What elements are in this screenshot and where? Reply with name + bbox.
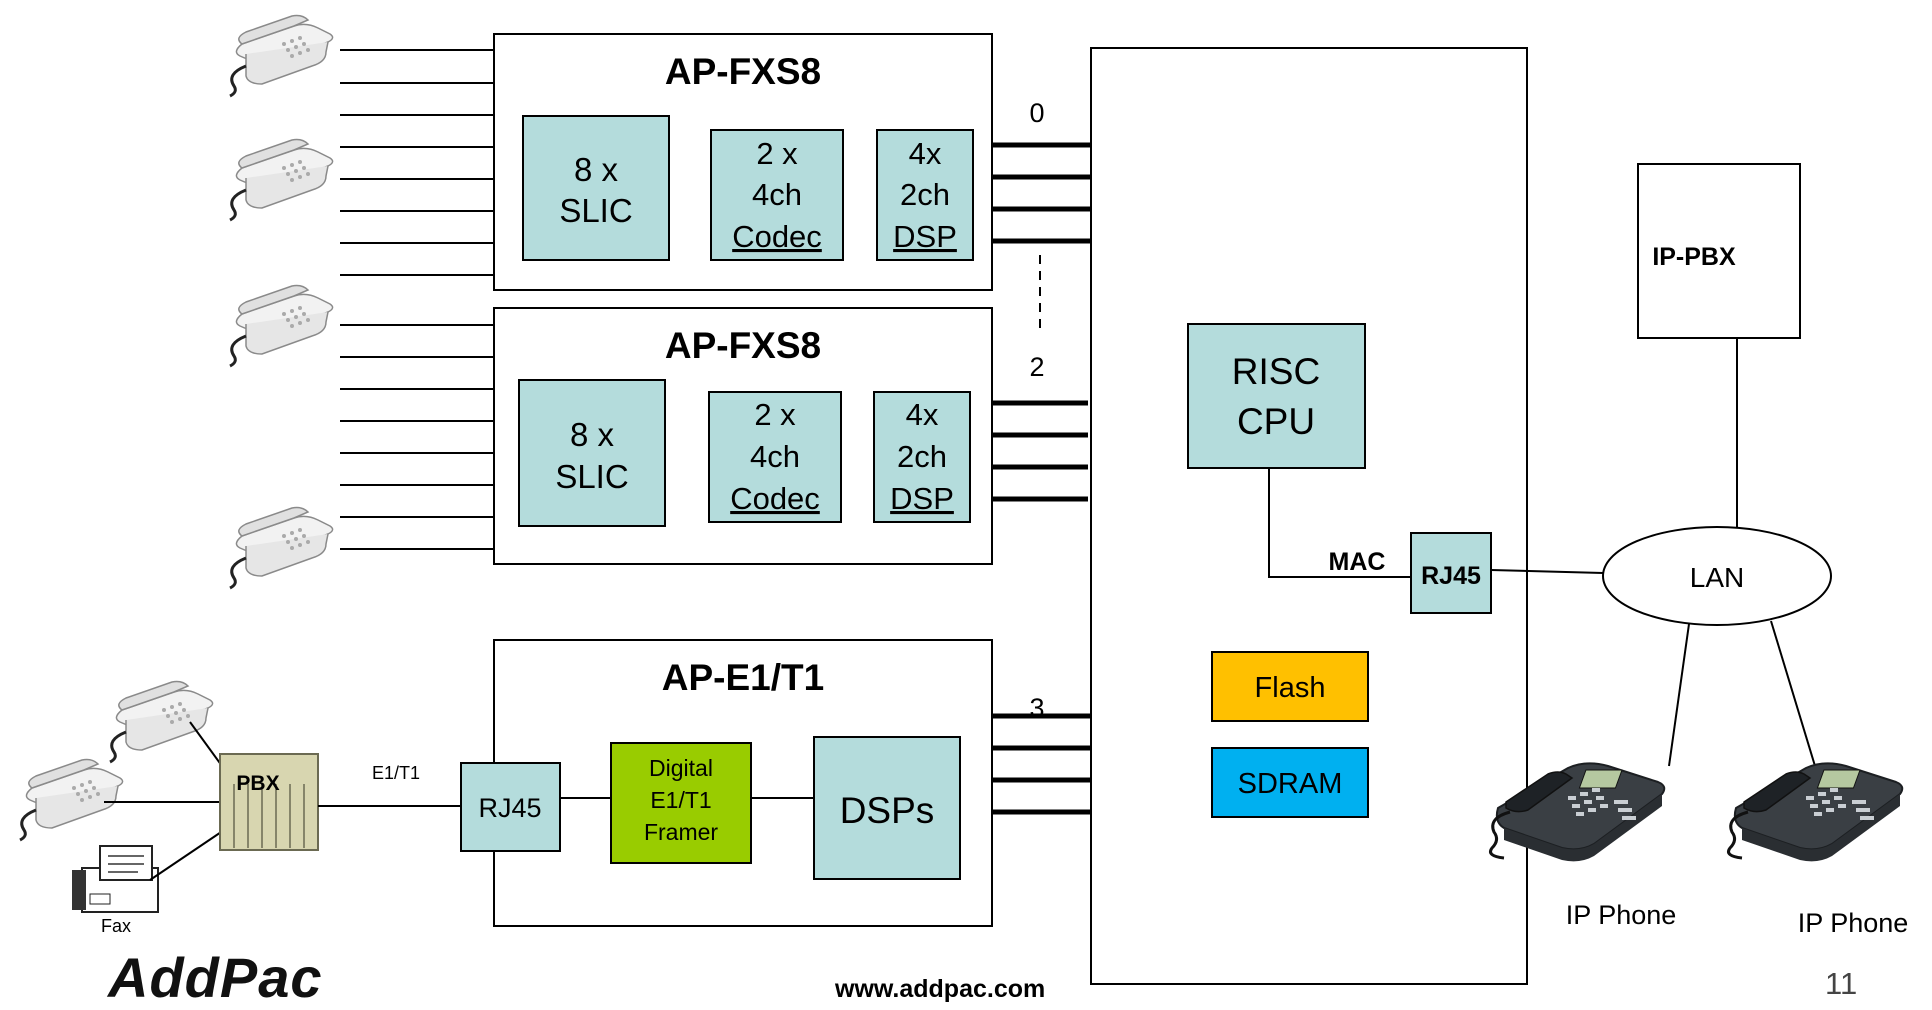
analog-phone-4-icon [228, 506, 335, 590]
fxs-top-codec-line1: 2 x [756, 136, 798, 171]
fxs-bottom-dsp-line2: 2ch [897, 439, 947, 474]
rj45-to-lan-link [1490, 569, 1604, 574]
cpu-to-mac-link [1268, 468, 1411, 578]
framer-line3: Framer [644, 819, 718, 845]
analog-phone-1-icon [228, 14, 335, 98]
fxs-bottom-dsp-line1: 4x [906, 397, 939, 432]
cpu-line2: CPU [1237, 401, 1315, 442]
ip-pbx-label: IP-PBX [1652, 243, 1736, 271]
ip-phone-1-label: IP Phone [1566, 900, 1677, 930]
fxs-top-slic-block [522, 115, 670, 261]
ip-pbx-box [1637, 163, 1801, 339]
lan-cloud [1602, 526, 1832, 626]
sdram-block [1211, 747, 1369, 818]
fxs-bottom-dsp-line3: DSP [890, 481, 954, 516]
pbx-phone-1-icon [108, 680, 215, 764]
fxs-top-dsp-line3: DSP [893, 219, 957, 254]
flash-block [1211, 651, 1369, 722]
framer-block [610, 742, 752, 864]
e1t1-title: AP-E1/T1 [662, 657, 824, 698]
pbx-phone-2-icon [18, 758, 125, 842]
fxs-top-dsp-block [876, 129, 974, 261]
lan-label: LAN [1690, 562, 1744, 593]
analog-phone-2-icon [228, 138, 335, 222]
dsps-label: DSPs [840, 790, 935, 831]
pbx-label: PBX [236, 772, 279, 795]
fxs-top-slic-line1: 8 x [574, 151, 619, 188]
ip-phone-2-icon [1727, 761, 1904, 863]
fxs-bottom-codec-line2: 4ch [750, 439, 800, 474]
fxs-bottom-slic-line1: 8 x [570, 416, 615, 453]
fxs-bottom-codec-line3: Codec [730, 481, 820, 516]
page-number: 11 [1825, 966, 1858, 1001]
addpac-logo: AddPac [108, 946, 323, 1009]
fax-label: Fax [101, 916, 131, 936]
fxs-bottom-slic-line2: SLIC [555, 458, 628, 495]
e1t1-link-label: E1/T1 [372, 763, 420, 783]
slot-label-0: 0 [1029, 98, 1044, 128]
fxs-top-dsp-line2: 2ch [900, 177, 950, 212]
pbx-phone1-link [189, 721, 223, 767]
fax-icon [72, 845, 159, 913]
fxs-top-dsp-line1: 4x [909, 136, 942, 171]
main-rj45-port [1410, 532, 1492, 614]
fxs-bottom-codec-line1: 2 x [754, 397, 796, 432]
fxs-top-title: AP-FXS8 [665, 51, 821, 92]
phone-lines-top [340, 49, 494, 276]
lan-to-phone2-link [1770, 620, 1816, 767]
pbx-cabinet [219, 753, 319, 851]
sdram-label: SDRAM [1238, 768, 1343, 800]
risc-cpu-block [1187, 323, 1366, 469]
phone-lines-bottom [340, 324, 494, 550]
fxs-top-codec-block [710, 129, 844, 261]
fxs-bottom-codec-block [708, 391, 842, 523]
fxs-bottom-dsp-block [873, 391, 971, 523]
bus-slot0 [992, 142, 1091, 244]
lan-to-phone1-link [1668, 623, 1690, 767]
ip-phone-2-label: IP Phone [1798, 908, 1909, 938]
fxs-top-slic-line2: SLIC [559, 192, 632, 229]
fxs-bottom-slic-block [518, 379, 666, 527]
footer-url[interactable]: www.addpac.com [835, 975, 1046, 1003]
e1t1-rj45-port [460, 762, 561, 852]
slot-label-3: 3 [1029, 693, 1044, 723]
flash-label: Flash [1255, 672, 1326, 704]
framer-line2: E1/T1 [650, 787, 711, 813]
analog-phone-3-icon [228, 284, 335, 368]
bus-slot2 [992, 400, 1088, 502]
fxs-top-codec-line3: Codec [732, 219, 822, 254]
main-rj45-label: RJ45 [1421, 562, 1481, 590]
mac-label: MAC [1329, 548, 1386, 576]
e1t1-rj45-label: RJ45 [478, 793, 541, 823]
framer-line1: Digital [649, 755, 713, 781]
dsps-block [813, 736, 961, 880]
bus-slot3 [992, 713, 1091, 815]
cpu-line1: RISC [1232, 351, 1320, 392]
main-board [1090, 47, 1528, 985]
fxs-bottom-title: AP-FXS8 [665, 325, 821, 366]
fxs-top-codec-line2: 4ch [752, 177, 802, 212]
slot-label-2: 2 [1029, 352, 1044, 382]
